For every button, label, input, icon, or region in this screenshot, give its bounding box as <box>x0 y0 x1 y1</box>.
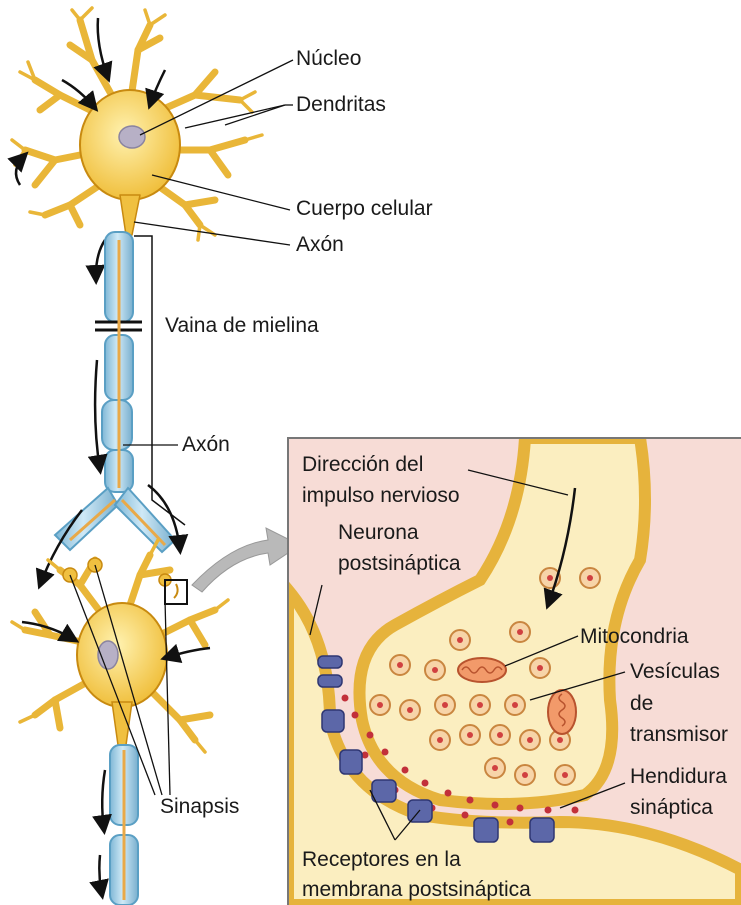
nucleus <box>119 126 145 148</box>
label-direccion-1: Dirección del <box>302 453 423 476</box>
label-axon-mid: Axón <box>182 433 230 456</box>
top-neuron <box>12 8 262 240</box>
label-mitocondria: Mitocondria <box>580 625 689 648</box>
label-hendidura-1: Hendidura <box>630 765 727 788</box>
cell-body-bottom <box>77 603 167 707</box>
myelin-bracket <box>134 236 185 525</box>
label-hendidura-2: sináptica <box>630 796 713 819</box>
inner-axon-line <box>70 240 165 545</box>
label-vesiculas-3: transmisor <box>630 723 728 746</box>
label-direccion-2: impulso nervioso <box>302 484 460 507</box>
label-vaina: Vaina de mielina <box>165 314 319 337</box>
label-receptores-2: membrana postsináptica <box>302 878 531 901</box>
label-neurona-1: Neurona <box>338 521 419 544</box>
label-nucleo: Núcleo <box>296 47 361 70</box>
label-sinapsis: Sinapsis <box>160 795 239 818</box>
label-neurona-2: postsináptica <box>338 552 461 575</box>
label-cuerpo-celular: Cuerpo celular <box>296 197 433 220</box>
label-vesiculas-1: Vesículas <box>630 660 720 683</box>
label-dendritas: Dendritas <box>296 93 386 116</box>
label-receptores-1: Receptores en la <box>302 848 461 871</box>
label-axon-top: Axón <box>296 233 344 256</box>
zoom-arrow <box>192 528 300 592</box>
label-vesiculas-2: de <box>630 692 653 715</box>
